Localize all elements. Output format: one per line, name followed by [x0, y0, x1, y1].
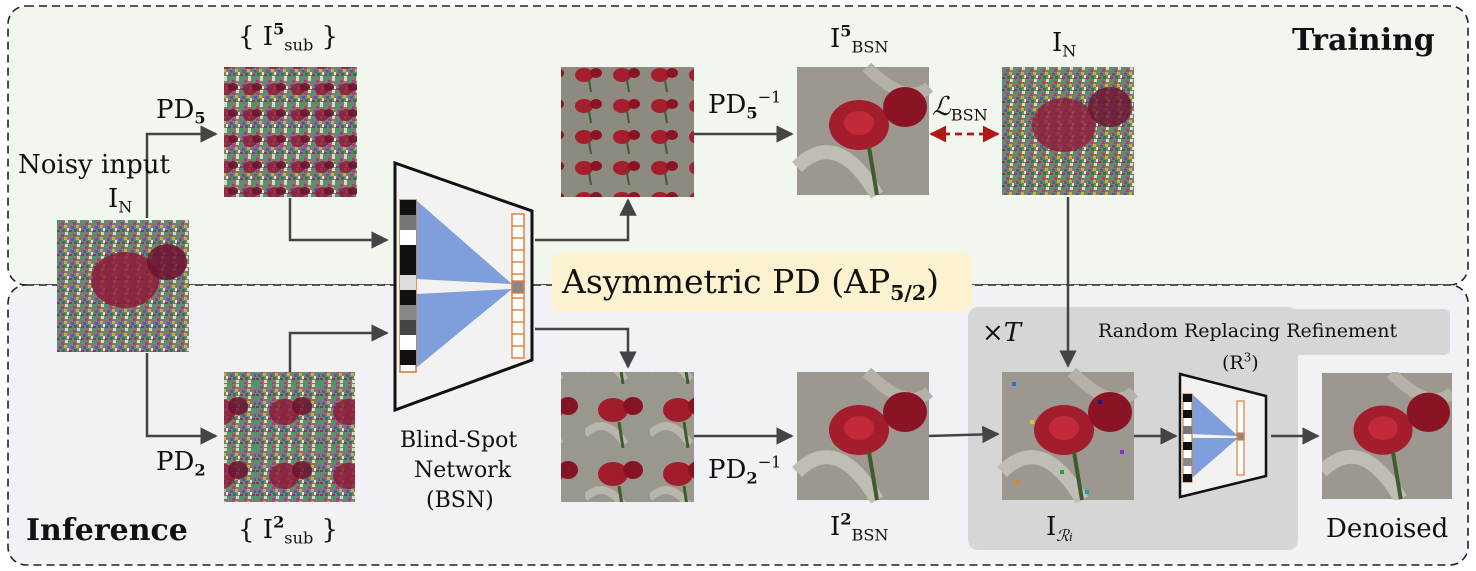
ibsn2-label: I2BSN — [830, 509, 889, 545]
isub5-mosaic — [224, 67, 357, 197]
arrow-bsn-to-top-mosaic — [535, 198, 637, 242]
bsn-caption-line2: Network — [414, 458, 512, 483]
small-bsn-network — [1178, 372, 1268, 499]
in-top-label: IN — [1052, 28, 1077, 61]
bsn-caption-line1: Blind-Spot — [400, 428, 518, 453]
ibsn2-image — [797, 372, 929, 500]
times-t-label: ×T — [982, 318, 1022, 348]
ap-highlight — [552, 253, 972, 311]
pd2-inverse-label: PD2−1 — [708, 452, 782, 488]
noisy-input-label: Noisy input — [18, 150, 170, 180]
top-mosaic-image — [561, 67, 694, 197]
arrow-isub2-to-bsn — [288, 324, 389, 372]
pd2-label: PD2 — [156, 447, 206, 480]
pd5-label: PD5 — [156, 95, 206, 128]
ibsn5-label: I5BSN — [830, 21, 889, 57]
denoised-label: Denoised — [1326, 514, 1449, 544]
iri-label: Iℛi — [1046, 512, 1073, 545]
bsn-input-units — [400, 200, 416, 365]
isub2-label: { I2sub } — [238, 512, 339, 548]
isub5-label: { I5sub } — [238, 19, 339, 55]
ibsn5-image — [797, 67, 929, 195]
training-label: Training — [1292, 23, 1435, 58]
noisy-input-image — [57, 220, 189, 352]
bsn-network — [393, 160, 534, 413]
arrow-noisy-to-pd2 — [145, 353, 218, 445]
rrr-title-line2: (R3) — [1222, 350, 1259, 374]
in-top-image — [1002, 67, 1134, 195]
ap-label: Asymmetric PD (AP5/2) — [562, 262, 939, 306]
isub2-mosaic — [224, 372, 355, 502]
arrow-bsn-to-bottom-mosaic — [535, 327, 637, 369]
connectors — [145, 125, 1320, 445]
rrr-title-line1: Random Replacing Refinement — [1098, 320, 1398, 342]
inference-label: Inference — [26, 513, 188, 548]
denoised-image — [1322, 373, 1452, 499]
loss-bsn-label: ℒBSN — [932, 92, 988, 125]
arrow-ibsn2-to-iri — [927, 425, 1000, 444]
bsn-caption-line3: (BSN) — [426, 488, 494, 513]
arrow-noisy-to-pd5 — [145, 125, 218, 218]
arrow-isub5-to-bsn — [288, 198, 389, 249]
rrr-title-box — [1090, 309, 1450, 355]
pd5-inverse-label: PD5−1 — [708, 87, 782, 123]
bottom-mosaic-image — [561, 372, 694, 502]
iri-image — [1002, 372, 1134, 500]
noisy-input-symbol: IN — [108, 184, 133, 217]
